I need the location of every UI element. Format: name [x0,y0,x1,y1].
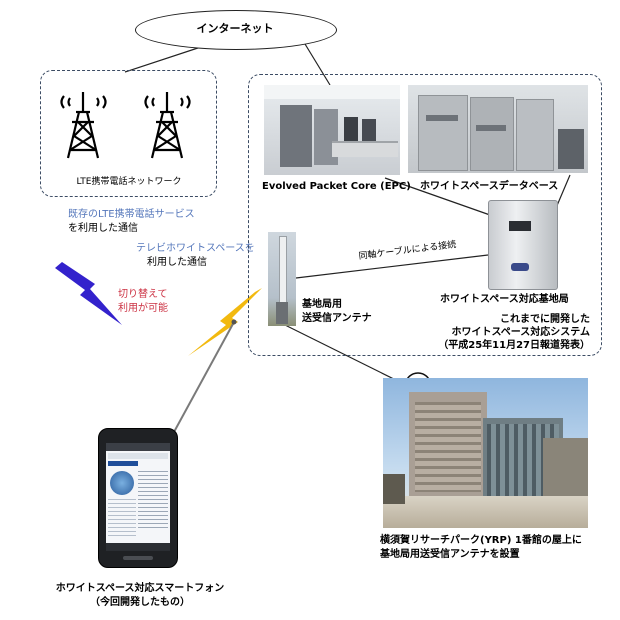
tvws-note-line1: テレビホワイトスペースを [136,243,255,254]
lte-network-label: LTE携帯電話ネットワーク [76,177,182,187]
developed-system-line3: （平成25年11月27日報道発表） [438,340,590,351]
lte-service-note-line1: 既存のLTE携帯電話サービス [68,209,195,220]
base-station-photo [488,200,558,290]
switch-note-line2: 利用が可能 [118,303,168,314]
smartphone-screen [106,443,170,551]
phone-caption-line2: （今回開発したもの） [90,597,190,608]
building-caption-line2: 基地局用送受信アンテナを設置 [380,549,520,560]
tvws-note-line2: 利用した通信 [147,257,207,268]
whitespace-system-box [248,74,602,356]
internet-to-lte-line [124,43,211,73]
internet-to-system-line [304,43,331,86]
epc-to-bs-line [384,177,491,216]
smartphone [98,428,178,568]
antenna-photo [268,232,296,326]
whitespace-database-label: ホワイトスペースデータベース [420,181,559,192]
developed-system-line1: これまでに開発した [500,314,590,325]
base-station-label: ホワイトスペース対応基地局 [440,294,569,305]
lte-network-box [40,70,217,197]
internet-cloud [135,10,337,50]
cell-tower-icon [144,92,191,159]
lte-service-note-line2: を利用した通信 [68,223,138,234]
developed-system-line2: ホワイトスペース対応システム [451,327,591,338]
whitespace-lightning-icon [188,288,262,356]
epc-photo [264,85,400,175]
phone-antenna-icon [173,319,237,433]
building-caption-line1: 横須賀リサーチパーク(YRP) 1番館の屋上に [380,535,582,546]
epc-label: Evolved Packet Core (EPC) [262,181,411,192]
whitespace-database-photo [408,85,588,173]
phone-caption-line1: ホワイトスペース対応スマートフォン [55,583,225,594]
yrp-building-photo [383,378,588,528]
antenna-label-line1: 基地局用 [302,299,342,310]
smartphone-home-bar [123,556,153,560]
switch-note-line1: 切り替えて [118,289,168,300]
lte-lightning-icon [55,262,122,325]
cell-tower-icon [60,92,107,159]
internet-label: インターネット [196,22,274,35]
antenna-label-line2: 送受信アンテナ [302,313,372,324]
coax-cable-line [295,254,489,279]
